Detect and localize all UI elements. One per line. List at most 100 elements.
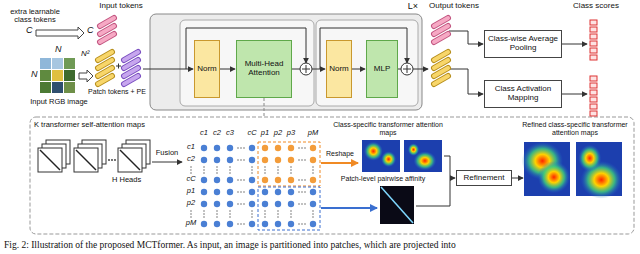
class-patch-block bbox=[258, 142, 320, 186]
process-box: Refinement bbox=[456, 170, 512, 186]
ellipsis-dot bbox=[264, 169, 265, 170]
matrix-entry bbox=[262, 157, 268, 163]
ellipsis-dot bbox=[277, 172, 278, 173]
label: Fusion bbox=[150, 149, 184, 157]
process-box: Class Activation Mapping bbox=[484, 80, 562, 108]
heatmap-blob bbox=[364, 142, 383, 161]
matrix-entry bbox=[214, 201, 220, 207]
image-patch bbox=[40, 58, 51, 69]
token-outline bbox=[98, 76, 112, 84]
class-score bbox=[590, 83, 597, 88]
attention-map bbox=[118, 148, 142, 172]
class-score bbox=[590, 20, 597, 25]
ellipsis-dot bbox=[216, 169, 217, 170]
matrix-entry bbox=[249, 221, 255, 227]
matrix-entry bbox=[288, 177, 294, 183]
flow-line bbox=[562, 44, 587, 45]
class-score bbox=[590, 48, 597, 53]
ellipsis-dot bbox=[216, 172, 217, 173]
label: pM bbox=[184, 219, 198, 227]
matrix-entry bbox=[262, 189, 268, 195]
attention-diagonal bbox=[40, 150, 60, 170]
ellipsis-dot bbox=[312, 166, 313, 167]
ellipsis-dot bbox=[312, 213, 313, 214]
ellipsis-dot bbox=[240, 179, 241, 180]
ellipsis-dot bbox=[298, 223, 299, 224]
matrix-entry bbox=[201, 177, 207, 183]
matrix-entry bbox=[249, 157, 255, 163]
class-score bbox=[590, 34, 597, 39]
matrix-entry bbox=[227, 189, 233, 195]
connector bbox=[220, 69, 235, 70]
reshape-arrow bbox=[321, 162, 358, 164]
matrix-entry bbox=[310, 145, 316, 151]
ellipsis-dot bbox=[251, 169, 252, 170]
ellipsis-dot bbox=[237, 191, 238, 192]
ellipsis-dot bbox=[301, 179, 302, 180]
class-score bbox=[590, 111, 597, 116]
label: Input RGB image bbox=[22, 98, 96, 106]
ellipsis-dot bbox=[301, 159, 302, 160]
image-patch bbox=[52, 58, 63, 69]
matrix-entry bbox=[214, 221, 220, 227]
label: H Heads bbox=[112, 176, 156, 184]
matrix-entry bbox=[288, 201, 294, 207]
image-patch bbox=[64, 70, 75, 81]
matrix-entry bbox=[262, 201, 268, 207]
attention-map bbox=[74, 148, 98, 172]
norm-box: Norm bbox=[326, 40, 352, 98]
class-score bbox=[590, 90, 597, 95]
matrix-entry bbox=[310, 157, 316, 163]
refine-line bbox=[512, 178, 523, 179]
label: Patch-level pairwise affinity bbox=[322, 175, 444, 183]
ellipsis-dot bbox=[251, 166, 252, 167]
token-outline bbox=[124, 76, 138, 84]
matrix-entry bbox=[249, 201, 255, 207]
label: Refined class-specific transformer atten… bbox=[516, 121, 634, 136]
norm-box: Norm bbox=[194, 40, 220, 98]
matrix-entry bbox=[214, 145, 220, 151]
ellipsis-dot bbox=[290, 169, 291, 170]
repeat-label: L× bbox=[408, 2, 418, 12]
matrix-entry bbox=[227, 221, 233, 227]
ellipsis-dot bbox=[190, 169, 191, 170]
matrix-entry bbox=[275, 157, 281, 163]
box-text: Refinement bbox=[464, 174, 505, 183]
ellipsis-dot bbox=[203, 172, 204, 173]
ellipsis-dot bbox=[229, 172, 230, 173]
ellipsis-dot bbox=[203, 210, 204, 211]
label: c1 bbox=[196, 129, 212, 137]
ellipsis-dot bbox=[290, 213, 291, 214]
label: c3 bbox=[222, 129, 238, 137]
ellipsis-dot bbox=[190, 172, 191, 173]
sublayer-frame bbox=[180, 20, 314, 106]
heatmap-blob bbox=[408, 143, 419, 156]
box-text: Multi-Head Attention bbox=[239, 60, 289, 78]
matrix-entry bbox=[262, 145, 268, 151]
ellipsis-dot bbox=[251, 216, 252, 217]
affinity-diagonal bbox=[381, 187, 413, 223]
matrix-entry bbox=[227, 177, 233, 183]
matrix-entry bbox=[201, 157, 207, 163]
label: c2 bbox=[184, 155, 198, 163]
matrix-entry bbox=[310, 221, 316, 227]
matrix-entry bbox=[262, 221, 268, 227]
image-patch bbox=[64, 82, 75, 93]
matrix-entry bbox=[288, 157, 294, 163]
ellipsis-dot bbox=[264, 213, 265, 214]
label: C bbox=[87, 26, 97, 36]
ellipsis-dot bbox=[312, 172, 313, 173]
ellipsis-dot bbox=[216, 216, 217, 217]
box-text: Norm bbox=[329, 65, 349, 74]
ellipsis-dot bbox=[243, 179, 244, 180]
ellipsis-dot bbox=[240, 203, 241, 204]
label: p2 bbox=[270, 129, 286, 137]
ellipsis-dot bbox=[111, 159, 113, 161]
token-outline bbox=[434, 76, 448, 84]
ellipsis-dot bbox=[304, 203, 305, 204]
heatmap-blob bbox=[538, 161, 570, 193]
ellipsis-dot bbox=[304, 179, 305, 180]
matrix-entry bbox=[214, 189, 220, 195]
ellipsis-dot bbox=[190, 210, 191, 211]
class-score bbox=[590, 27, 597, 32]
